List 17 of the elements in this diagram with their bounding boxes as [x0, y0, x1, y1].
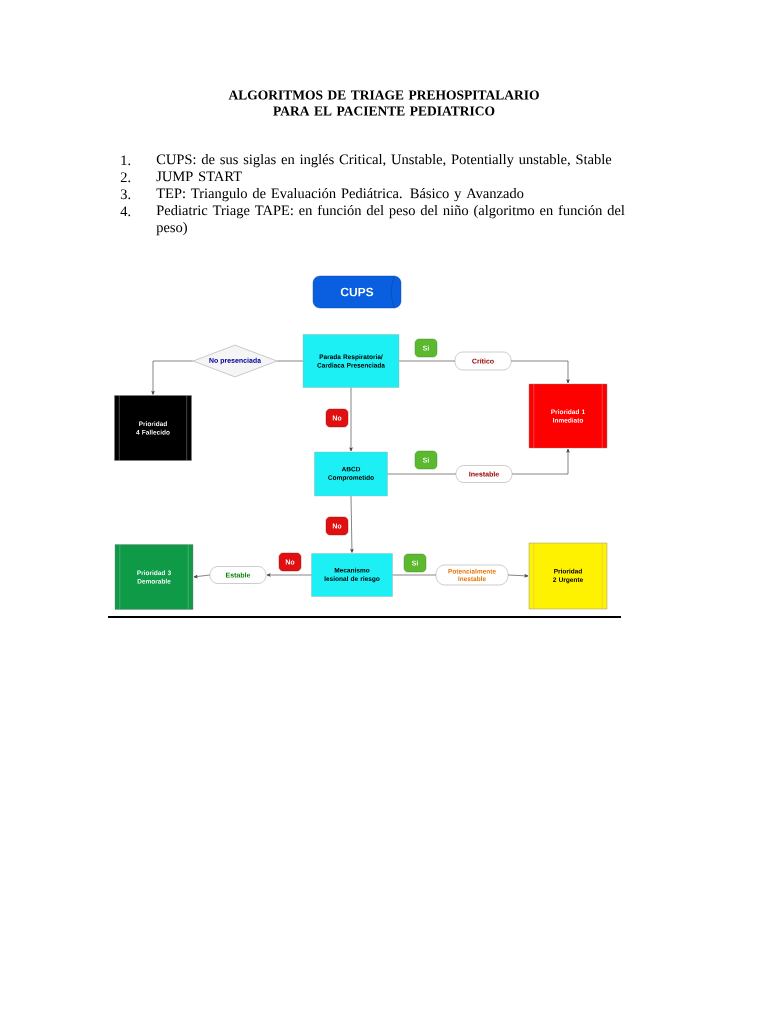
arrow: [510, 360, 570, 384]
list-number: 3.: [120, 189, 131, 200]
title: ALGORITMOS DE TRIAGE PREHOSPITALARIO PARA EL PACIENTE PEDIATRICO: [228, 90, 539, 116]
list-number: 1.: [121, 155, 131, 166]
list-item: Pediatric Triage TAPE: en función del peso del niño (algoritmo en función del peso): [156, 204, 625, 236]
list-item: JUMP START: [156, 171, 242, 182]
list-item: CUPS: de sus siglas en inglés Critical, Unstable, Potentially unstable, Stable: [156, 154, 612, 168]
arrow: [507, 574, 529, 578]
arrow: [349, 387, 353, 452]
list-item: TEP: Triangulo de Evaluación Pediátrica. Básico y Avanzado: [156, 188, 524, 202]
arrow: [151, 360, 194, 395]
list-number: 4.: [120, 206, 131, 217]
arrow: [511, 448, 570, 475]
arrow: [193, 574, 211, 579]
arrow: [350, 495, 354, 553]
list-number: 2.: [120, 172, 131, 183]
arrow: [266, 573, 312, 577]
